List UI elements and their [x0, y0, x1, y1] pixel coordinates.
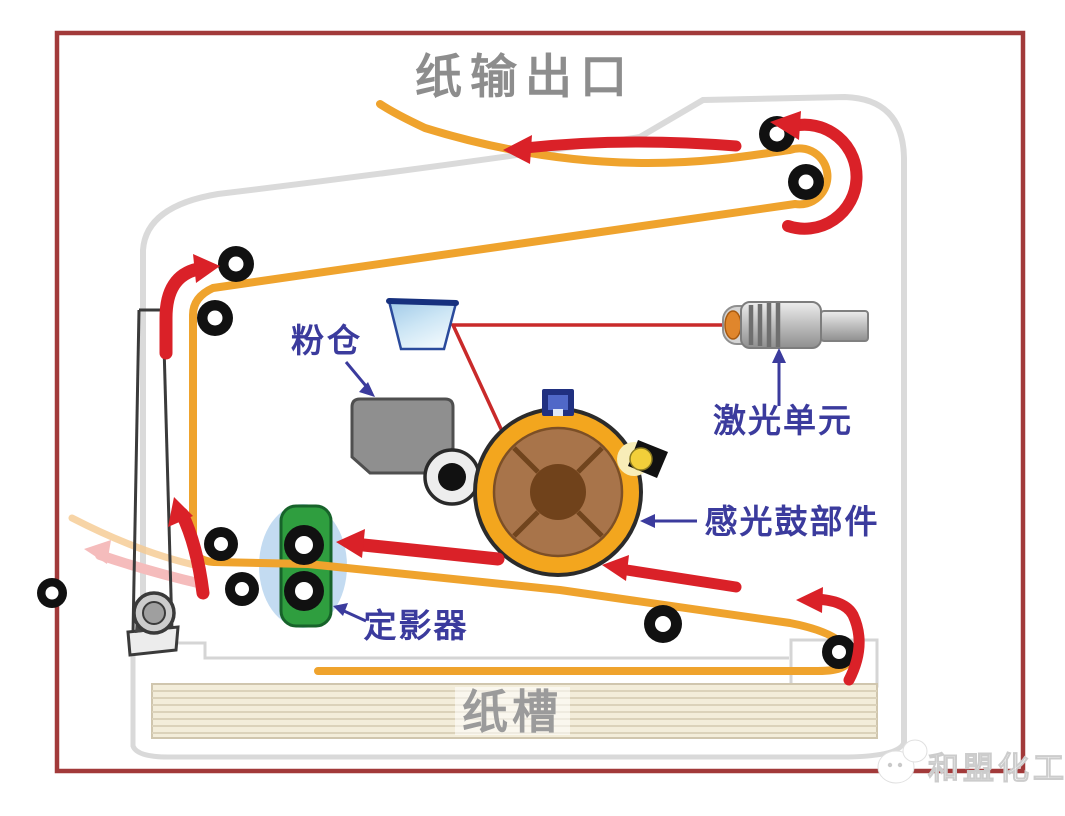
drum-axle: [530, 464, 586, 520]
toner-callout-arrow: [344, 361, 375, 397]
laser-beam: [450, 323, 724, 445]
label-fuser: 定影器: [364, 606, 469, 645]
roller: [788, 164, 824, 200]
charge-unit: [542, 389, 574, 416]
rear-exit-path: [68, 514, 203, 570]
rear-exit-arrow: [84, 540, 207, 589]
watermark: 和盟化工: [877, 739, 1065, 788]
fuser-feed-arrow: [336, 529, 505, 566]
pickup-roller: [822, 635, 856, 669]
tray-step-line: [133, 641, 789, 660]
paper-tray: [130, 638, 907, 760]
label-paper-tray: 纸槽: [462, 685, 562, 739]
pickup-turn-arrow: [796, 587, 865, 686]
page-title: 纸输出口: [415, 50, 635, 105]
laser-unit: [722, 301, 869, 349]
scanner-mirror: [386, 298, 459, 351]
laser-callout-arrow: [772, 348, 786, 406]
rear-door-panel: [126, 308, 180, 657]
developer-roller: [423, 448, 481, 506]
roller: [197, 300, 233, 336]
erase-lamp: [617, 440, 668, 478]
paper-stack: [151, 683, 878, 739]
fuser-roller: [284, 571, 324, 611]
chat-bubbles-icon: [877, 739, 928, 784]
tray-label-backing: [455, 687, 570, 735]
paper-path: [189, 100, 854, 675]
laser-lens: [724, 310, 742, 340]
printer-body-outline: [140, 93, 907, 747]
callout-arrows: [333, 348, 786, 623]
left-rise-arrow: [168, 497, 210, 600]
label-laser-unit: 激光单元: [713, 401, 853, 440]
roller: [644, 605, 682, 643]
roller: [37, 578, 67, 608]
tray-outline: [130, 640, 907, 760]
photosensitive-drum: [473, 407, 643, 577]
direction-arrows: [159, 111, 865, 686]
label-drum-unit: 感光鼓部件: [705, 502, 880, 541]
red-frame-border: [54, 30, 1026, 774]
fuser-roller: [284, 525, 324, 565]
roller: [225, 572, 259, 606]
output-direction-arrow: [503, 135, 742, 164]
transport-rollers: [37, 116, 856, 669]
fuser-callout-arrow: [333, 603, 367, 623]
diagonal-feed-arrow: [602, 555, 742, 593]
top-turn-arrow: [770, 111, 863, 235]
left-up-turn-arrow: [159, 254, 220, 360]
laser-barrel: [820, 310, 869, 342]
watermark-text: 和盟化工: [928, 751, 1065, 787]
label-toner-hopper: 粉仓: [291, 321, 363, 360]
drum-callout-arrow: [640, 514, 697, 528]
roller: [204, 527, 238, 561]
roller: [218, 246, 254, 282]
